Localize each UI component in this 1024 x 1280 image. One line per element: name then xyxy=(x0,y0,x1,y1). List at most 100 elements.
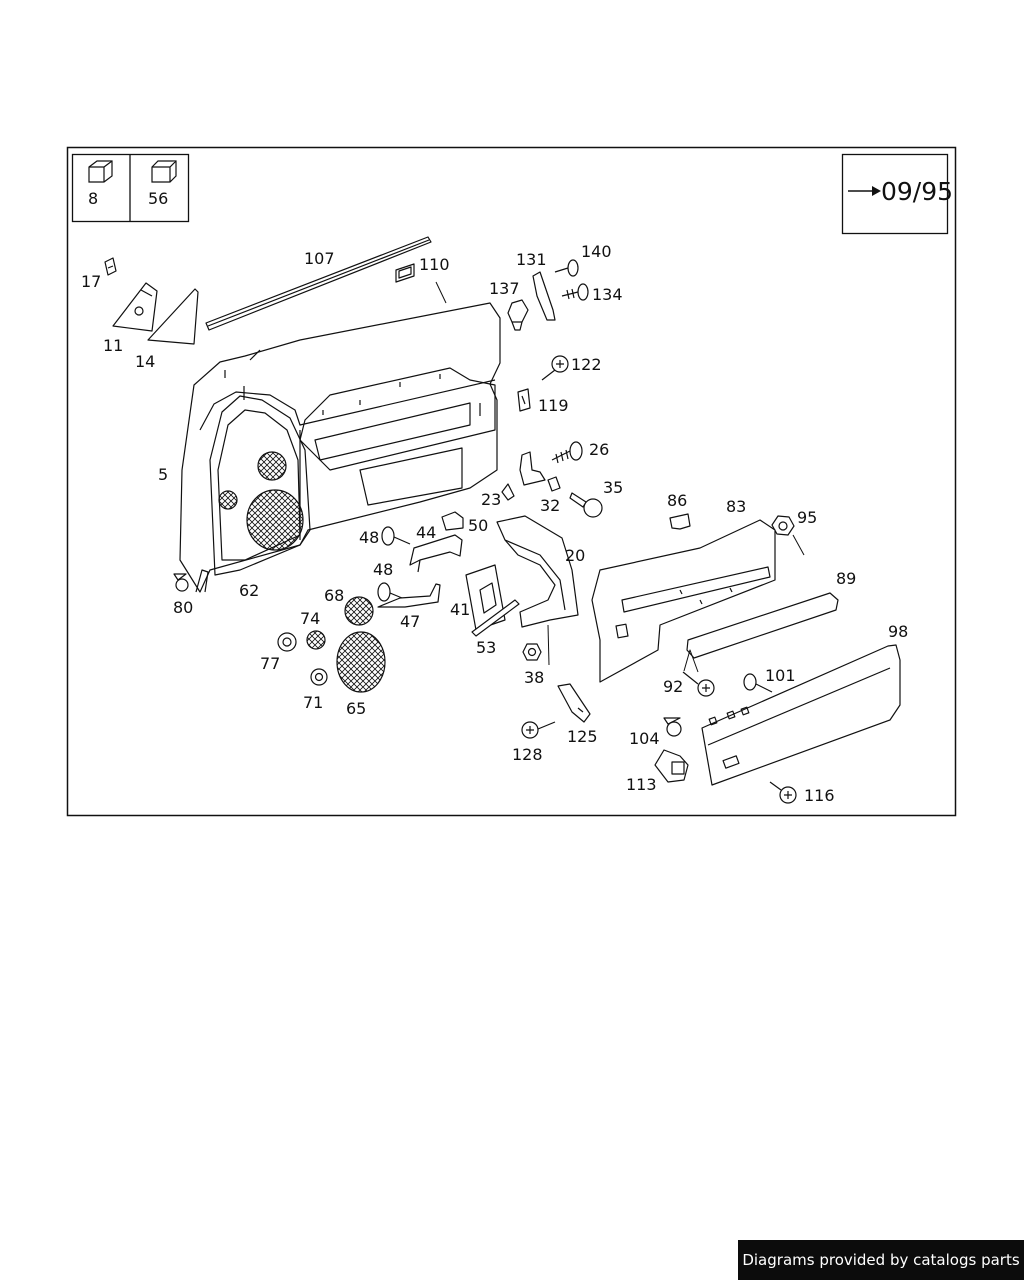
screw-26 xyxy=(551,441,583,464)
window-strip-107 xyxy=(205,236,432,331)
strip-89 xyxy=(686,592,839,659)
callout-113: 113 xyxy=(626,775,657,794)
nut-95 xyxy=(771,515,795,536)
ring-71 xyxy=(310,668,328,686)
callout-77: 77 xyxy=(260,654,280,673)
callout-80: 80 xyxy=(173,598,193,617)
trim-triangle-14 xyxy=(147,288,199,345)
screw-48-lower xyxy=(377,582,403,602)
callout-65: 65 xyxy=(346,699,366,718)
callout-26: 26 xyxy=(589,440,609,459)
clip-86 xyxy=(669,513,691,530)
callout-95: 95 xyxy=(797,508,817,527)
screw-128 xyxy=(521,721,556,739)
rod-47 xyxy=(377,583,441,608)
callout-48-upper: 48 xyxy=(359,528,379,547)
callout-110: 110 xyxy=(419,255,450,274)
callout-131: 131 xyxy=(516,250,547,269)
callout-101: 101 xyxy=(765,666,796,685)
push-pin-80 xyxy=(173,573,189,592)
plug-137 xyxy=(507,299,529,331)
bracket-62 xyxy=(195,569,209,593)
callout-140: 140 xyxy=(581,242,612,261)
callout-125: 125 xyxy=(567,727,598,746)
clip-56-icon xyxy=(151,160,177,183)
clip-8-icon xyxy=(88,160,113,183)
callout-122: 122 xyxy=(571,355,602,374)
clip-50 xyxy=(441,511,464,531)
reference-date: 09/95 xyxy=(881,177,953,206)
lower-trim-98 xyxy=(701,644,901,786)
callout-17: 17 xyxy=(81,272,101,291)
handle-rod-44 xyxy=(409,534,463,573)
screw-140 xyxy=(554,259,579,277)
callouts: 107 110 17 11 14 131 140 137 134 122 119… xyxy=(81,242,908,805)
bracket-131 xyxy=(532,271,556,321)
callout-35: 35 xyxy=(603,478,623,497)
mirror-cover-11 xyxy=(112,282,158,332)
callout-11: 11 xyxy=(103,336,123,355)
footer-credit: Diagrams provided by catalogs parts xyxy=(738,1240,1024,1280)
callout-104: 104 xyxy=(629,729,660,748)
inset-box: 8 56 xyxy=(71,153,190,223)
callout-44: 44 xyxy=(416,523,436,542)
bolt-35 xyxy=(569,492,603,518)
clip-110 xyxy=(395,263,415,283)
grill-74 xyxy=(306,630,326,650)
speaker-grill-68 xyxy=(344,596,374,626)
inset-label-56: 56 xyxy=(148,189,168,208)
screw-116 xyxy=(769,781,797,804)
strip-53 xyxy=(471,599,520,637)
screw-101 xyxy=(743,673,773,693)
callout-62: 62 xyxy=(239,581,259,600)
callout-48-lower: 48 xyxy=(373,560,393,579)
callout-5: 5 xyxy=(158,465,168,484)
callout-116: 116 xyxy=(804,786,835,805)
clip-119 xyxy=(517,388,531,412)
clip-113 xyxy=(654,749,689,783)
callout-98: 98 xyxy=(888,622,908,641)
bracket-clip xyxy=(519,451,546,486)
armrest-trim-20 xyxy=(496,515,579,628)
callout-83: 83 xyxy=(726,497,746,516)
callout-23: 23 xyxy=(481,490,501,509)
callout-107: 107 xyxy=(304,249,335,268)
callout-14: 14 xyxy=(135,352,155,371)
callout-41: 41 xyxy=(450,600,470,619)
screw-134 xyxy=(561,283,589,301)
speaker-grill-65 xyxy=(336,631,386,693)
clip-125 xyxy=(557,683,591,723)
callout-47: 47 xyxy=(400,612,420,631)
screw-122 xyxy=(541,355,569,381)
callout-20: 20 xyxy=(565,546,585,565)
clip-23 xyxy=(501,483,515,501)
inset-label-8: 8 xyxy=(88,189,98,208)
screw-48-upper xyxy=(381,526,411,546)
callout-71: 71 xyxy=(303,693,323,712)
callout-137: 137 xyxy=(489,279,520,298)
nut-38 xyxy=(522,643,542,661)
ring-77 xyxy=(277,632,297,652)
callout-38: 38 xyxy=(524,668,544,687)
callout-74: 74 xyxy=(300,609,320,628)
callout-68: 68 xyxy=(324,586,344,605)
diagram-frame xyxy=(66,146,957,817)
callout-119: 119 xyxy=(538,396,569,415)
pin-104 xyxy=(663,717,682,737)
handle-cup-41 xyxy=(465,564,506,631)
lower-panel-83 xyxy=(591,519,776,683)
screw-92 xyxy=(682,671,715,697)
callout-89: 89 xyxy=(836,569,856,588)
clip-17 xyxy=(104,257,117,276)
callout-53: 53 xyxy=(476,638,496,657)
callout-86: 86 xyxy=(667,491,687,510)
clip-32 xyxy=(547,476,561,492)
callout-134: 134 xyxy=(592,285,623,304)
callout-128: 128 xyxy=(512,745,543,764)
callout-92: 92 xyxy=(663,677,683,696)
callout-32: 32 xyxy=(540,496,560,515)
door-panel-5 xyxy=(179,302,501,593)
callout-50: 50 xyxy=(468,516,488,535)
reference-box: 09/95 xyxy=(841,153,953,235)
